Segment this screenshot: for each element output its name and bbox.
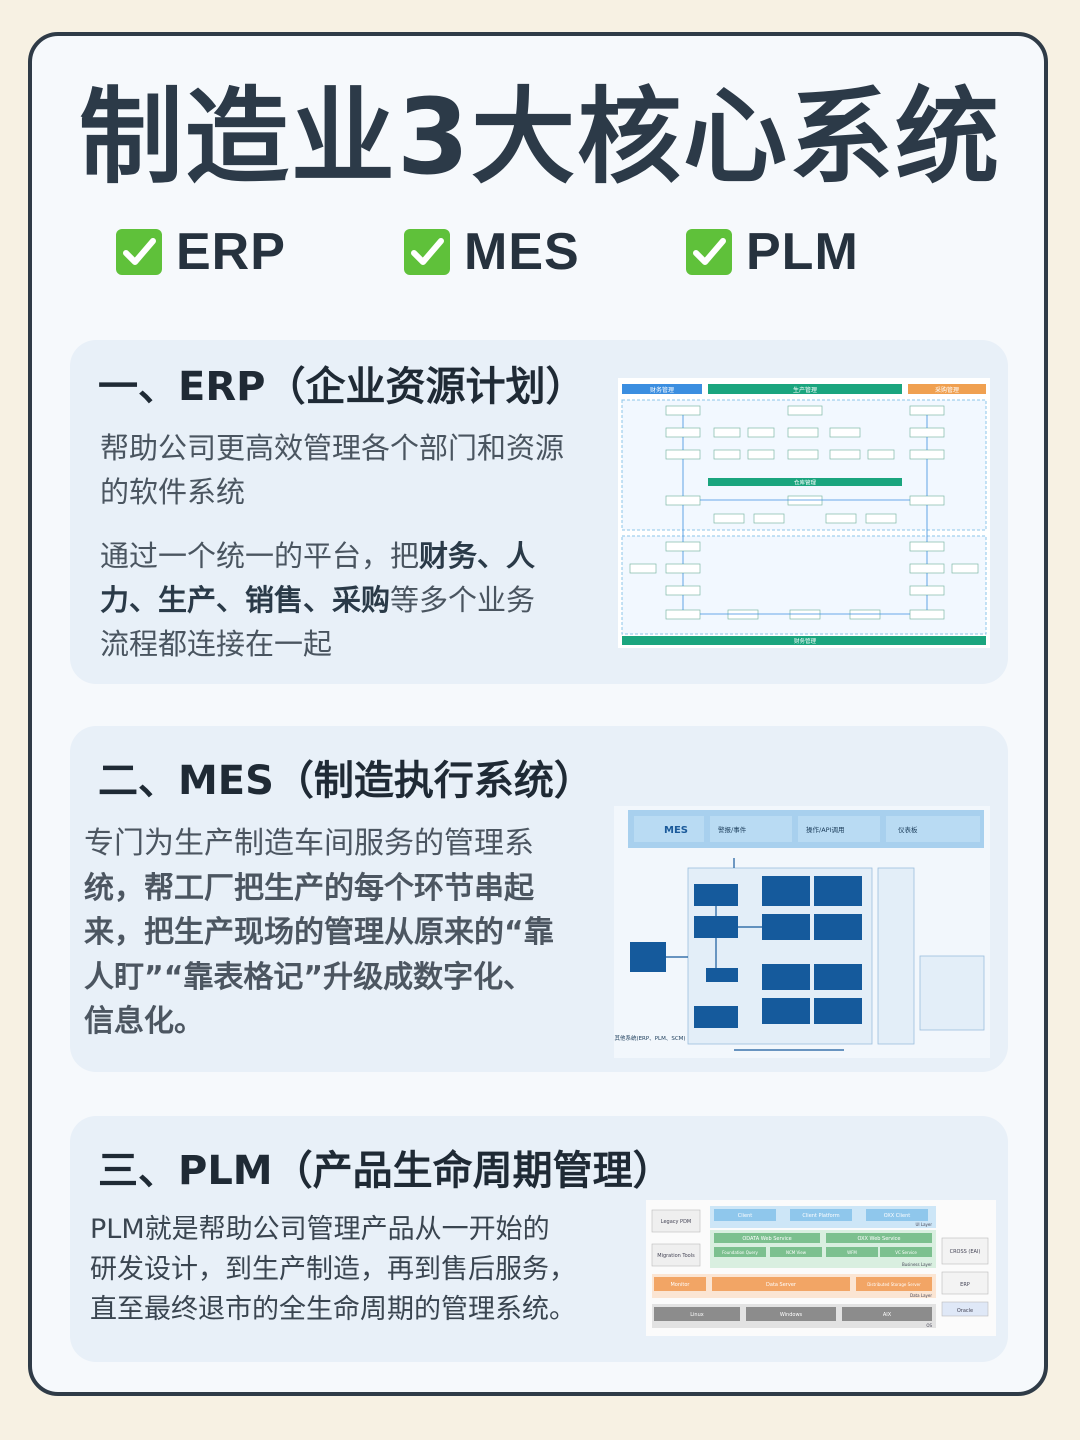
text-line: 人盯”“靠表格记”升级成数字化、 bbox=[84, 959, 534, 995]
text-line: 通过一个统一的平台，把财务、人 bbox=[100, 539, 536, 573]
svg-text:生产管理: 生产管理 bbox=[793, 386, 817, 394]
svg-text:财务管理: 财务管理 bbox=[650, 386, 674, 394]
check-mes: MES bbox=[404, 223, 580, 281]
checkmark-icon bbox=[404, 229, 450, 275]
text-line: 研发设计，到生产制造，再到售后服务， bbox=[90, 1254, 576, 1285]
mes-title: 二、MES（制造执行系统） bbox=[98, 758, 594, 804]
text-line: 流程都连接在一起 bbox=[100, 627, 333, 661]
mes-section: 二、MES（制造执行系统） 专门为生产制造车间服务的管理系 统，帮工厂把生产的每… bbox=[70, 726, 1008, 1072]
svg-text:Legacy PDM: Legacy PDM bbox=[661, 1219, 692, 1225]
svg-text:MES: MES bbox=[664, 825, 688, 836]
check-plm: PLM bbox=[686, 223, 859, 281]
svg-text:Data Server: Data Server bbox=[766, 1282, 797, 1288]
svg-text:CROSS (EAI): CROSS (EAI) bbox=[950, 1249, 981, 1255]
plm-section: 三、PLM（产品生命周期管理） PLM就是帮助公司管理产品从一开始的 研发设计，… bbox=[70, 1116, 1008, 1362]
svg-text:Migration Tools: Migration Tools bbox=[657, 1253, 695, 1259]
svg-text:OXX Web Service: OXX Web Service bbox=[857, 1236, 900, 1242]
svg-text:ODATA Web Service: ODATA Web Service bbox=[742, 1236, 791, 1242]
svg-text:Client: Client bbox=[738, 1213, 753, 1219]
page-title: 制造业3大核心系统 bbox=[78, 76, 1002, 198]
diagram-header bbox=[622, 384, 702, 394]
svg-text:Linux: Linux bbox=[690, 1312, 704, 1318]
checkmark-icon bbox=[116, 229, 162, 275]
mes-description: 专门为生产制造车间服务的管理系 统，帮工厂把生产的每个环节串起 来，把生产现场的… bbox=[84, 822, 554, 1045]
diagram-header bbox=[908, 384, 986, 394]
text-line: 的软件系统 bbox=[100, 475, 246, 509]
check-label: PLM bbox=[746, 223, 859, 281]
svg-text:ERP: ERP bbox=[960, 1282, 970, 1288]
text-line: 帮助公司更高效管理各个部门和资源 bbox=[100, 431, 565, 465]
svg-text:采购管理: 采购管理 bbox=[935, 386, 959, 394]
svg-text:其他系统(ERP、PLM、SCM): 其他系统(ERP、PLM、SCM) bbox=[614, 1034, 685, 1042]
svg-text:Oracle: Oracle bbox=[957, 1308, 973, 1314]
check-label: MES bbox=[464, 223, 580, 281]
svg-text:WFM: WFM bbox=[847, 1250, 857, 1255]
text-line: 统，帮工厂把生产的每个环节串起 bbox=[84, 870, 534, 906]
emphasis: 力、生产、销售、采购 bbox=[100, 583, 391, 617]
system-checklist: ERP MES PLM bbox=[0, 223, 1080, 281]
svg-text:仪表板: 仪表板 bbox=[898, 825, 918, 834]
erp-flow-diagram: 财务管理 生产管理 采购管理 仓库管理 财务管理 bbox=[618, 378, 990, 648]
svg-text:OS: OS bbox=[926, 1323, 932, 1328]
svg-text:Business Layer: Business Layer bbox=[902, 1262, 932, 1267]
svg-text:AIX: AIX bbox=[883, 1312, 892, 1318]
text-line: 直至最终退市的全生命周期的管理系统。 bbox=[90, 1294, 576, 1325]
svg-text:操作/API调用: 操作/API调用 bbox=[806, 825, 844, 834]
text-line: 来，把生产现场的管理从原来的“靠 bbox=[84, 915, 554, 950]
svg-text:Client Platform: Client Platform bbox=[802, 1213, 839, 1219]
emphasis: 财务、人 bbox=[419, 539, 536, 573]
plm-description: PLM就是帮助公司管理产品从一开始的 研发设计，到生产制造，再到售后服务， 直至… bbox=[90, 1210, 576, 1330]
svg-text:NCM View: NCM View bbox=[786, 1250, 807, 1255]
svg-text:Windows: Windows bbox=[780, 1312, 803, 1318]
erp-detail: 通过一个统一的平台，把财务、人 力、生产、销售、采购等多个业务 流程都连接在一起 bbox=[100, 534, 535, 666]
svg-text:Foundation Query: Foundation Query bbox=[722, 1250, 758, 1255]
check-label: ERP bbox=[176, 223, 286, 281]
text-line: PLM就是帮助公司管理产品从一开始的 bbox=[90, 1214, 550, 1245]
plm-architecture-diagram: Legacy PDM Migration Tools Client Client… bbox=[646, 1200, 996, 1336]
svg-text:仓库管理: 仓库管理 bbox=[794, 479, 817, 487]
text-line: 力、生产、销售、采购等多个业务 bbox=[100, 583, 536, 617]
svg-text:财务管理: 财务管理 bbox=[794, 637, 817, 645]
svg-text:VC Service: VC Service bbox=[895, 1250, 917, 1255]
check-erp: ERP bbox=[116, 223, 286, 281]
erp-description: 帮助公司更高效管理各个部门和资源 的软件系统 bbox=[100, 426, 564, 514]
erp-section: 一、ERP（企业资源计划） 帮助公司更高效管理各个部门和资源 的软件系统 通过一… bbox=[70, 340, 1008, 684]
svg-text:Data Layer: Data Layer bbox=[910, 1293, 932, 1298]
text-line: 信息化。 bbox=[84, 1004, 204, 1039]
diagram-header bbox=[708, 384, 902, 394]
svg-text:UI Layer: UI Layer bbox=[915, 1222, 932, 1227]
svg-text:警报/事件: 警报/事件 bbox=[718, 825, 747, 834]
plm-title: 三、PLM（产品生命周期管理） bbox=[98, 1148, 673, 1194]
svg-text:OXX Client: OXX Client bbox=[884, 1213, 911, 1219]
text-line: 专门为生产制造车间服务的管理系 bbox=[84, 826, 534, 861]
checkmark-icon bbox=[686, 229, 732, 275]
svg-text:Distributed Storage Server: Distributed Storage Server bbox=[867, 1282, 921, 1287]
erp-title: 一、ERP（企业资源计划） bbox=[98, 364, 586, 410]
svg-text:Monitor: Monitor bbox=[670, 1282, 690, 1288]
mes-architecture-diagram: MES 警报/事件 操作/API调用 仪表板 其他系统(ERP、PLM、SCM) bbox=[614, 806, 990, 1058]
